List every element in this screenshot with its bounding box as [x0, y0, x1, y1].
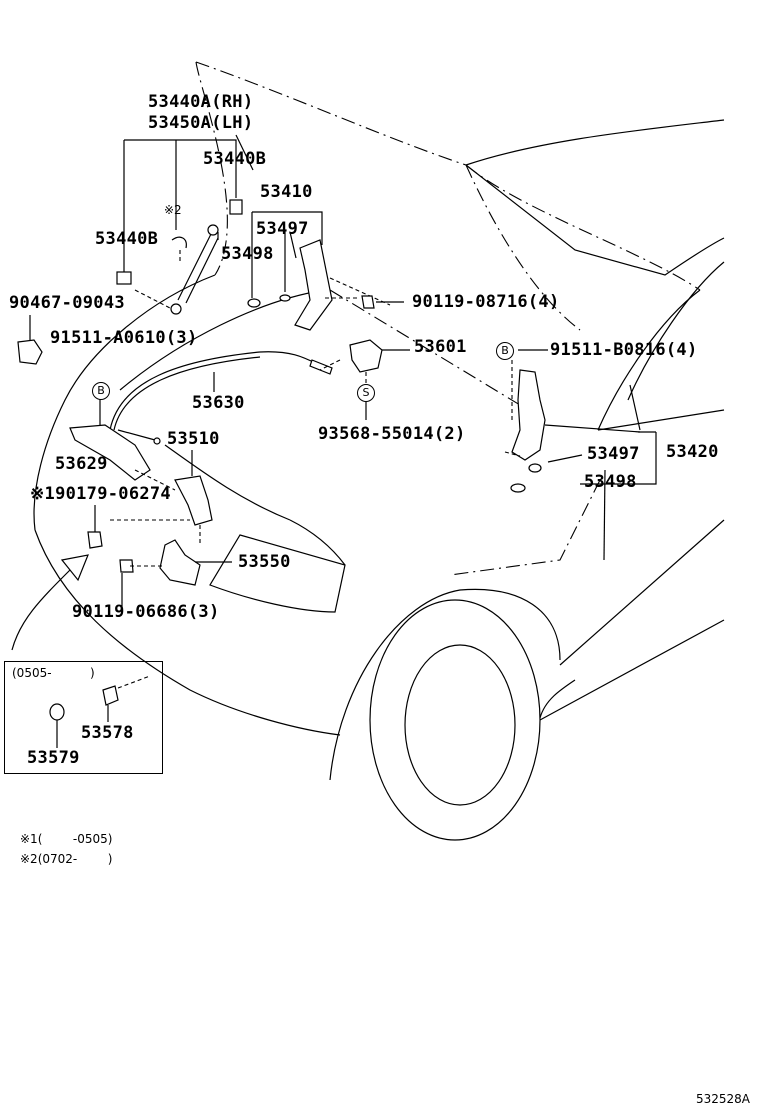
label-53578: 53578: [81, 723, 134, 743]
note-2-text: (0702- ): [37, 852, 113, 866]
label-93568-55014: 93568-55014(2): [318, 424, 466, 444]
inset-range: (0505-: [12, 666, 52, 680]
label-90119-06686: 90119-06686(3): [72, 602, 220, 622]
label-91511-a0610: 91511-A0610(3): [50, 328, 198, 348]
inset-range-close: ): [90, 666, 95, 680]
label-90179-06274: ※190179-06274: [30, 484, 171, 504]
circle-mark-s: S: [357, 384, 375, 402]
label-53510: 53510: [167, 429, 220, 449]
label-53629: 53629: [55, 454, 108, 474]
label-53550: 53550: [238, 552, 291, 572]
inset-box: [4, 661, 163, 774]
figure-id: 532528A: [696, 1092, 751, 1106]
label-53440b-left: 53440B: [95, 229, 159, 249]
label-90467-09043: 90467-09043: [9, 293, 125, 313]
label-53601: 53601: [414, 337, 467, 357]
label-53498-top: 53498: [221, 244, 274, 264]
label-53497-top: 53497: [256, 219, 309, 239]
label-53410: 53410: [260, 182, 313, 202]
note-2-mark: ※2: [164, 203, 182, 217]
note-1-text: ( -0505): [37, 832, 113, 846]
circle-mark-b-right: B: [496, 342, 514, 360]
label-53497-right: 53497: [587, 444, 640, 464]
note-2-mark-footer: ※2: [20, 852, 38, 866]
label-53630: 53630: [192, 393, 245, 413]
note-2: ※2(0702- ): [20, 850, 112, 868]
label-53440b-top: 53440B: [203, 149, 267, 169]
note-1: ※1( -0505): [20, 830, 112, 848]
note-1-mark: ※1: [20, 832, 38, 846]
label-53498-right: 53498: [584, 472, 637, 492]
label-53450a-lh: 53450A(LH): [148, 113, 254, 133]
label-90119-08716: 90119-08716(4): [412, 292, 560, 312]
label-91511-b0816: 91511-B0816(4): [550, 340, 698, 360]
label-53440a-rh: 53440A(RH): [148, 92, 254, 112]
circle-mark-b-left: B: [92, 382, 110, 400]
label-53579: 53579: [27, 748, 80, 768]
label-53420: 53420: [666, 442, 719, 462]
